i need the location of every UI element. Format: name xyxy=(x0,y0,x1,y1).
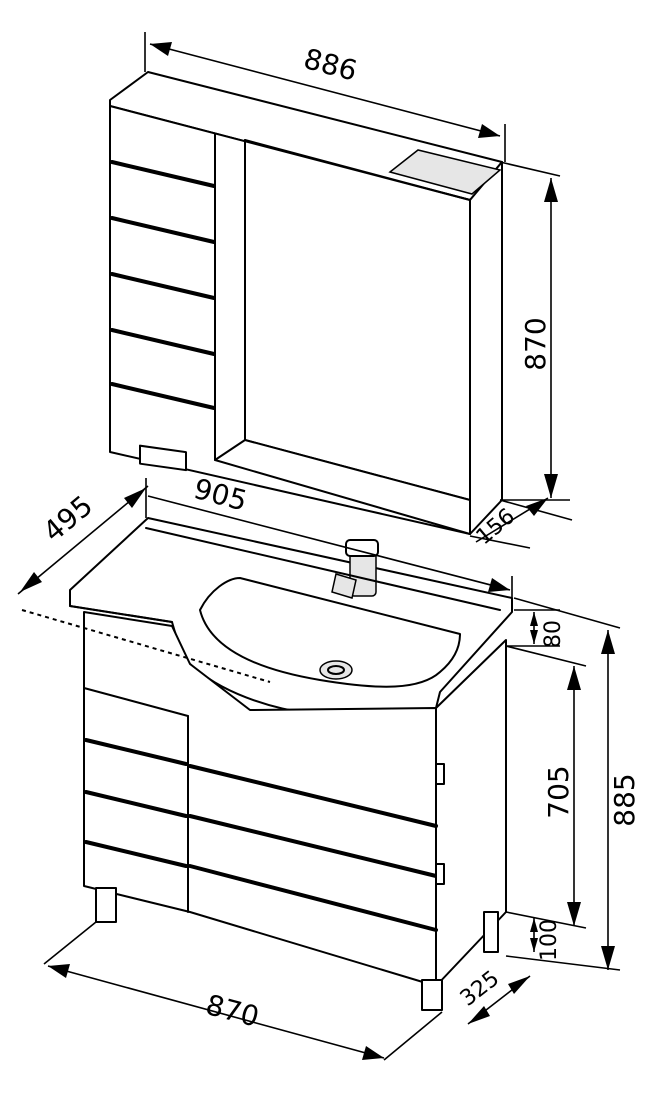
mirror-side xyxy=(469,161,503,535)
dim-cabinet-depth: 325 xyxy=(456,966,531,1025)
label-total-height: 885 xyxy=(608,773,641,826)
leg-front-left xyxy=(95,887,117,923)
label-sink-depth: 495 xyxy=(37,489,99,549)
sink-projection-line xyxy=(21,609,271,683)
sink-basin xyxy=(199,577,461,688)
mirror-drawer-handle xyxy=(139,444,187,472)
base-cabinet xyxy=(83,611,507,1011)
sink xyxy=(69,517,513,719)
mirror-drawers xyxy=(110,160,216,410)
label-cabinet-height: 705 xyxy=(542,765,575,818)
label-leg-height: 100 xyxy=(537,919,562,961)
mirror-recess-shelf xyxy=(214,439,471,535)
leg-front-right xyxy=(421,979,443,1011)
dim-total-height: 885 xyxy=(505,597,641,971)
dim-mirror-height: 870 xyxy=(499,161,570,501)
label-sink-thickness: 80 xyxy=(541,620,566,648)
label-cabinet-depth: 325 xyxy=(456,966,504,1012)
mirror-cabinet xyxy=(109,71,503,535)
label-mirror-height: 870 xyxy=(519,317,552,370)
sink-drain xyxy=(319,660,353,680)
dim-sink-thickness: 80 xyxy=(506,609,566,648)
mirror-shelf xyxy=(388,149,502,195)
dim-cabinet-height: 705 xyxy=(505,645,587,929)
label-cabinet-width: 870 xyxy=(202,988,262,1034)
cabinet-right-drawers xyxy=(188,763,445,932)
leg-back-right xyxy=(483,911,499,953)
faucet xyxy=(331,539,379,599)
label-mirror-width: 886 xyxy=(300,42,360,88)
cabinet-left-drawers xyxy=(83,687,189,868)
dim-leg-height: 100 xyxy=(530,918,562,961)
